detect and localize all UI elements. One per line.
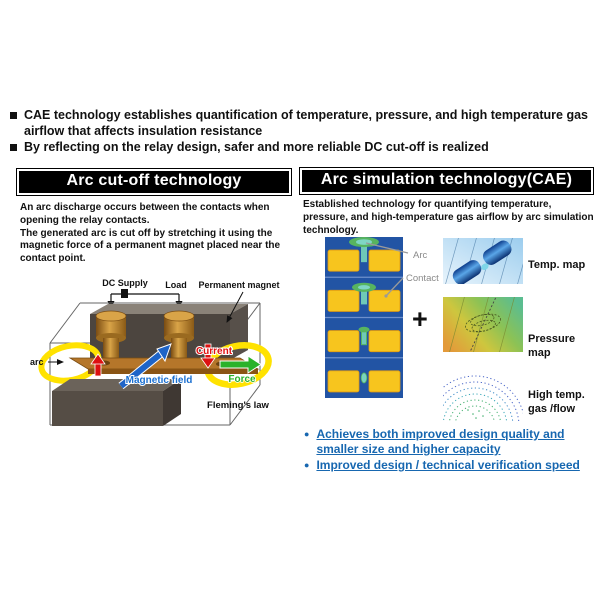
left-panel-description: An arc discharge occurs between the cont… bbox=[20, 202, 296, 266]
sim-arc-label: Arc bbox=[413, 250, 428, 261]
left-desc-para1: An arc discharge occurs between the cont… bbox=[20, 202, 270, 226]
gas-flow-label-line1: High temp. bbox=[528, 389, 585, 401]
benefit-item: ● Achieves both improved design quality … bbox=[304, 427, 596, 457]
simulation-figure: Arc Contact + bbox=[300, 236, 596, 426]
square-bullet-icon bbox=[10, 112, 17, 119]
benefit-text: Achieves both improved design quality an… bbox=[316, 427, 565, 456]
battery-icon bbox=[121, 289, 128, 298]
arc-cutoff-diagram: DC Supply Load Permanent magnet arc Curr… bbox=[30, 278, 280, 426]
pressure-map-image bbox=[443, 297, 523, 352]
gas-flow-label-line2: gas /flow bbox=[528, 402, 576, 415]
permanent-magnet-label: Permanent magnet bbox=[198, 280, 279, 290]
intro-bullet-text: CAE technology establishes quantificatio… bbox=[24, 108, 589, 138]
right-desc-para: Established technology for quantifying t… bbox=[303, 199, 594, 236]
benefit-text: Improved design / technical verification… bbox=[316, 458, 580, 472]
flemings-law-label: Fleming's law bbox=[207, 400, 270, 411]
dot-bullet-icon: ● bbox=[304, 460, 310, 470]
load-label: Load bbox=[165, 280, 187, 290]
temperature-map-image bbox=[443, 238, 523, 284]
right-contact-bolt bbox=[163, 310, 195, 362]
magnetic-field-label: Magnetic field bbox=[126, 375, 193, 386]
magnetic-field-arrow bbox=[118, 343, 172, 390]
left-panel-title: Arc cut-off technology bbox=[19, 171, 289, 193]
intro-bullet-text: By reflecting on the relay design, safer… bbox=[24, 140, 489, 155]
right-panel-title-box: Arc simulation technology(CAE) bbox=[299, 167, 594, 195]
left-panel-title-box: Arc cut-off technology bbox=[16, 168, 292, 196]
arc-simulation-strip bbox=[325, 237, 403, 398]
intro-bullet: By reflecting on the relay design, safer… bbox=[8, 140, 594, 156]
temp-map-label: Temp. map bbox=[528, 259, 586, 271]
benefits-list: ● Achieves both improved design quality … bbox=[304, 427, 596, 474]
right-panel-description: Established technology for quantifying t… bbox=[303, 199, 595, 237]
force-label: Force bbox=[228, 374, 256, 385]
arc-label: arc bbox=[30, 357, 44, 367]
plus-sign: + bbox=[412, 304, 428, 334]
benefit-item: ● Improved design / technical verificati… bbox=[304, 458, 596, 473]
current-arrow-down bbox=[200, 343, 216, 369]
square-bullet-icon bbox=[10, 144, 17, 152]
current-label: Current bbox=[196, 346, 233, 357]
sim-contact-label: Contact bbox=[406, 273, 439, 284]
intro-bullet-list: CAE technology establishes quantificatio… bbox=[8, 108, 594, 157]
dot-bullet-icon: ● bbox=[304, 429, 310, 439]
pressure-map-label: Pressure map bbox=[528, 333, 576, 359]
current-arrow-up bbox=[90, 353, 106, 377]
force-arrow bbox=[219, 355, 262, 374]
gas-flow-map-image bbox=[443, 364, 523, 421]
left-contact-bolt bbox=[95, 310, 127, 362]
dc-supply-label: DC Supply bbox=[102, 278, 148, 288]
arc-plasma-shapes bbox=[349, 237, 379, 384]
gas-flow-map-label: High temp. gas /flow bbox=[528, 389, 585, 417]
left-desc-para2: The generated arc is cut off by stretchi… bbox=[20, 227, 281, 265]
bottom-magnet-block bbox=[52, 379, 181, 426]
intro-bullet: CAE technology establishes quantificatio… bbox=[8, 108, 594, 139]
right-panel-title: Arc simulation technology(CAE) bbox=[302, 170, 591, 192]
